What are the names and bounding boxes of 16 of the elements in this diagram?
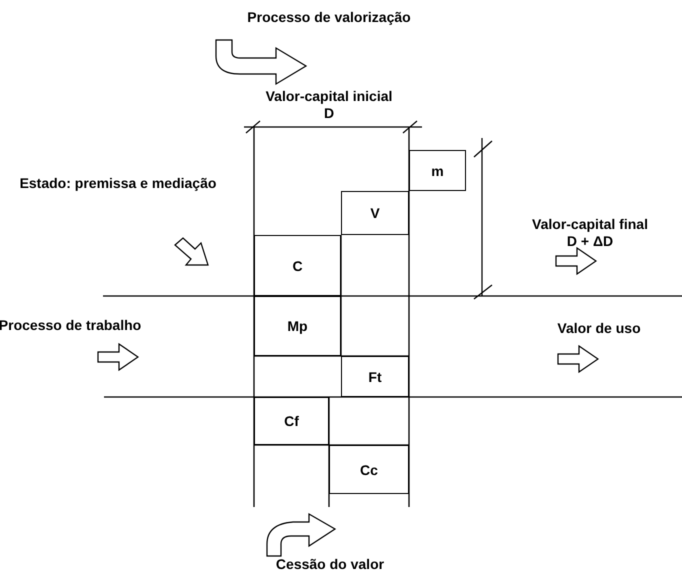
table-cell: C (254, 235, 341, 296)
text-label: Valor-capital inicial (266, 88, 392, 105)
text-label: Cessão do valor (276, 556, 384, 573)
text-label: Valor-capital final (532, 216, 648, 233)
text-label: Processo de trabalho (0, 317, 142, 334)
text-label: Estado: premissa e mediação (18, 175, 218, 192)
table-cell: V (341, 191, 409, 235)
table-cell: Cf (254, 397, 329, 445)
table-cell: Ft (341, 356, 409, 397)
text-label: D + ΔD (566, 233, 614, 250)
table-cell: Cc (329, 445, 409, 494)
text-label: D (324, 105, 334, 122)
table-cell: m (409, 150, 466, 191)
table-cell: Mp (254, 296, 341, 356)
text-label: Valor de uso (557, 320, 641, 337)
text-label: Processo de valorização (247, 9, 411, 26)
